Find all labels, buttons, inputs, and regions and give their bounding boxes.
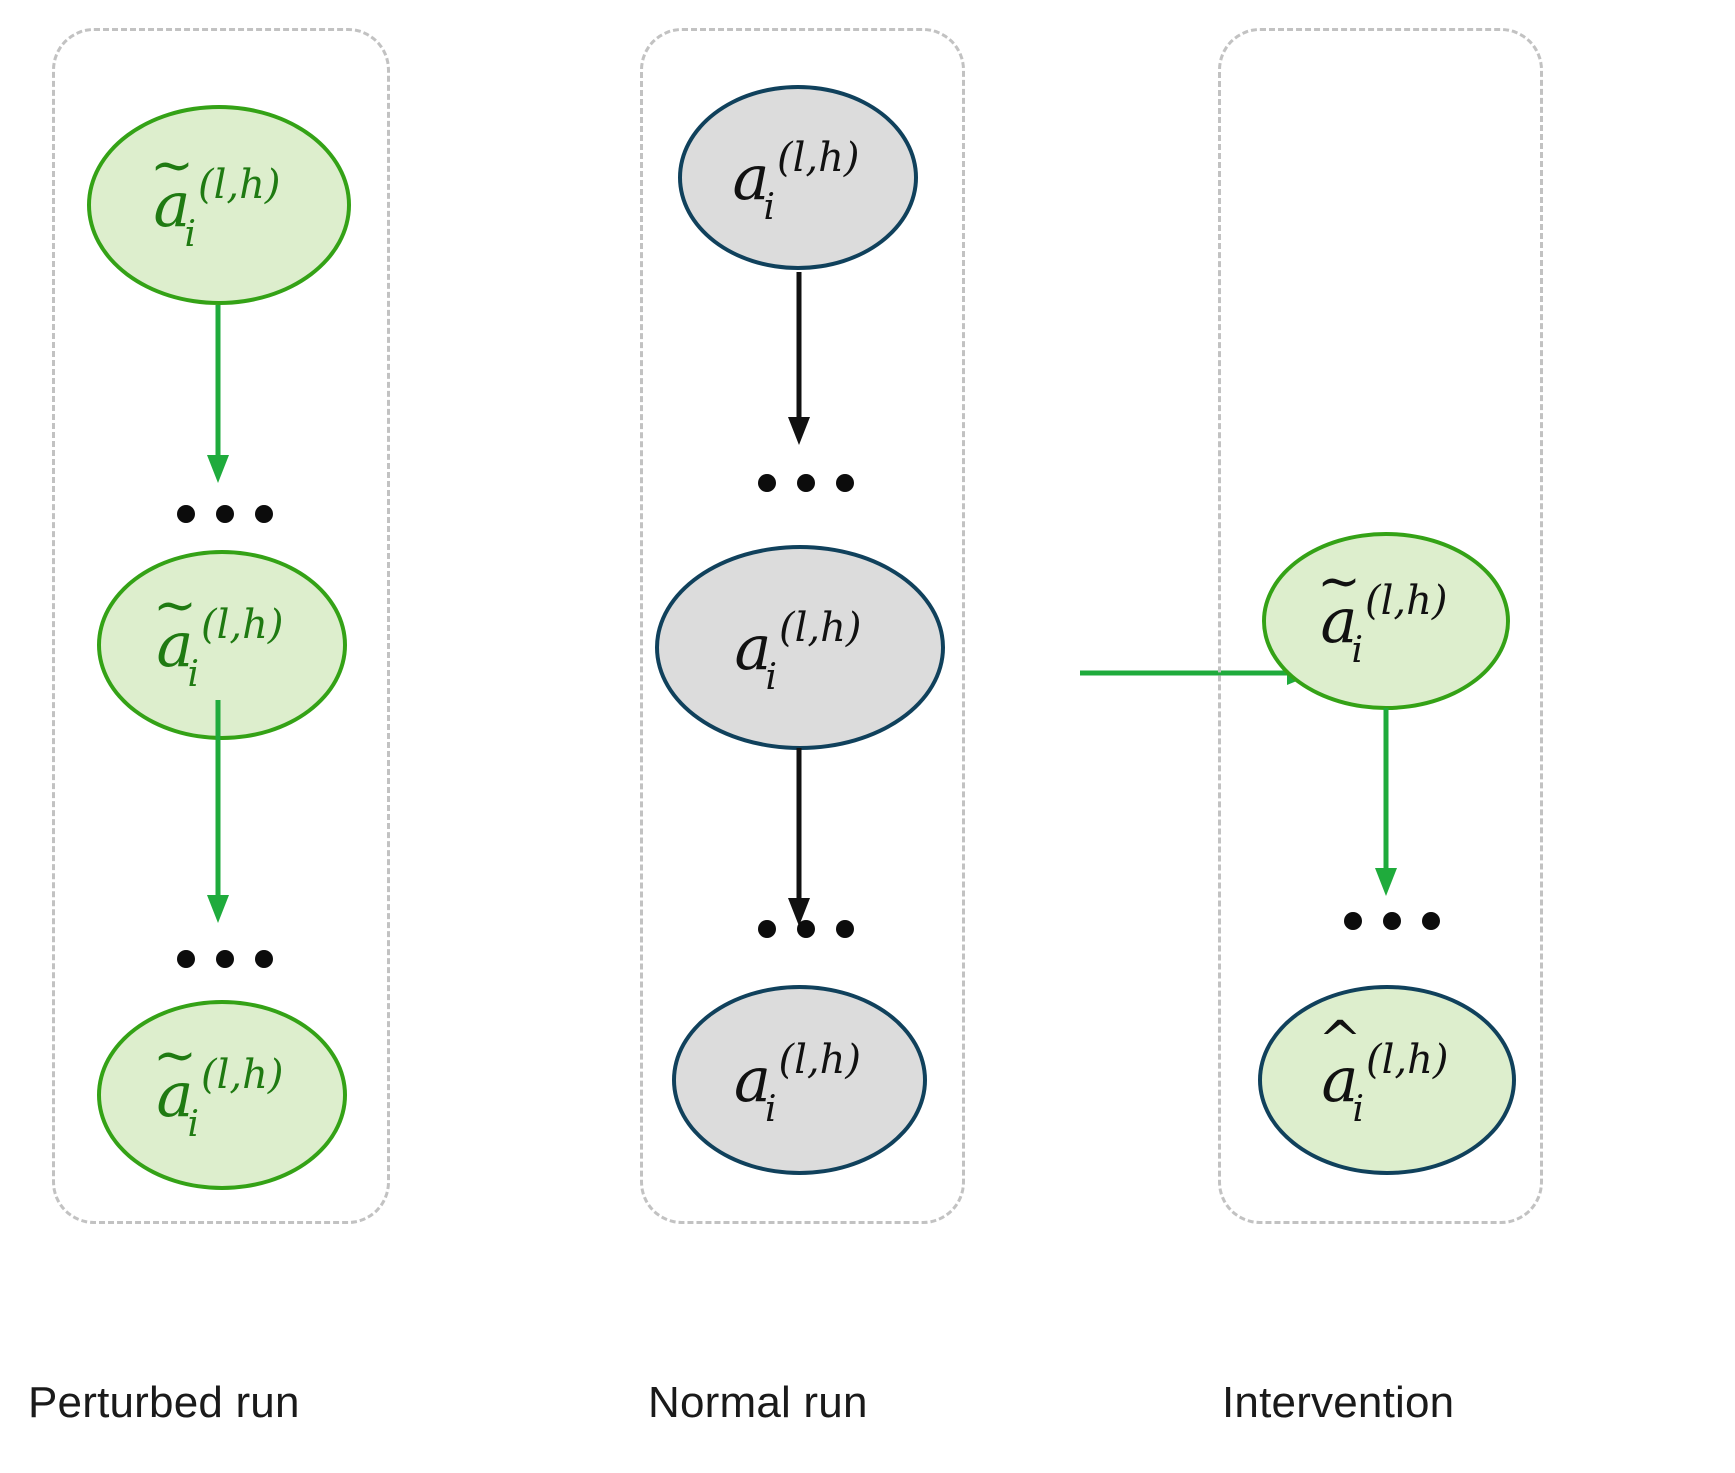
node-perturbed-3[interactable]: ~ai(l,h) <box>97 1000 347 1190</box>
math-accent-tilde: ~ <box>153 576 197 636</box>
math-accent-hat: ^ <box>1318 1011 1362 1071</box>
node-intervention-1[interactable]: ~ai(l,h) <box>1262 532 1510 710</box>
node-perturbed-2[interactable]: ~ai(l,h) <box>97 550 347 740</box>
math-superscript: (l,h) <box>201 1052 284 1098</box>
math-accent-tilde: ~ <box>1317 552 1361 612</box>
dot <box>255 950 273 968</box>
math-label-perturbed-3: ~ai(l,h) <box>153 1026 288 1143</box>
math-accent-tilde: ~ <box>150 136 194 196</box>
math-base: a <box>732 140 770 214</box>
node-normal-1[interactable]: ai(l,h) <box>678 85 918 270</box>
math-subscript: i <box>1352 1089 1364 1130</box>
dot <box>177 950 195 968</box>
dot <box>758 920 776 938</box>
dot <box>216 950 234 968</box>
dot <box>758 474 776 492</box>
caption-perturbed-run: Perturbed run <box>28 1378 300 1427</box>
ellipsis-normal-1 <box>758 474 854 492</box>
math-superscript: (l,h) <box>779 604 862 651</box>
math-superscript: (l,h) <box>778 1037 861 1083</box>
node-intervention-2[interactable]: ^ai(l,h) <box>1258 985 1516 1175</box>
math-label-intervention-2: ^ai(l,h) <box>1318 1011 1453 1128</box>
dot <box>216 505 234 523</box>
dot <box>1422 912 1440 930</box>
dot <box>255 505 273 523</box>
ellipsis-perturbed-1 <box>177 505 273 523</box>
math-base: ^a <box>1318 1011 1362 1116</box>
dot <box>1344 912 1362 930</box>
math-superscript: (l,h) <box>777 134 860 181</box>
group-box-perturbed-run <box>52 28 390 1224</box>
math-label-perturbed-1: ~ai(l,h) <box>150 136 285 253</box>
dot <box>797 920 815 938</box>
math-superscript: (l,h) <box>201 602 284 648</box>
math-subscript: i <box>184 214 196 255</box>
math-subscript: i <box>764 1089 777 1130</box>
dot <box>177 505 195 523</box>
math-label-intervention-1: ~ai(l,h) <box>1317 552 1452 669</box>
math-label-normal-1: ai(l,h) <box>732 138 864 226</box>
math-subscript: i <box>187 654 199 695</box>
group-box-intervention <box>1218 28 1543 1224</box>
math-subscript: i <box>187 1104 199 1145</box>
dot <box>1383 912 1401 930</box>
caption-normal-run: Normal run <box>648 1378 868 1427</box>
ellipsis-perturbed-2 <box>177 950 273 968</box>
group-box-normal-run <box>640 28 965 1224</box>
math-subscript: i <box>1351 630 1363 671</box>
arrow-perturbed-2 <box>202 700 234 925</box>
math-base: ~a <box>150 136 194 241</box>
dot <box>836 474 854 492</box>
math-superscript: (l,h) <box>1366 1037 1449 1083</box>
arrow-normal-1 <box>783 272 815 447</box>
math-subscript: i <box>763 186 775 228</box>
math-base: ~a <box>1317 552 1361 657</box>
node-normal-2[interactable]: ai(l,h) <box>655 545 945 750</box>
node-normal-3[interactable]: ai(l,h) <box>672 985 927 1175</box>
math-base: ~a <box>153 576 197 681</box>
dot <box>797 474 815 492</box>
arrow-perturbed-1 <box>202 305 234 485</box>
dot <box>836 920 854 938</box>
caption-intervention: Intervention <box>1222 1378 1455 1427</box>
node-perturbed-1[interactable]: ~ai(l,h) <box>87 105 351 305</box>
math-accent-tilde: ~ <box>153 1026 197 1086</box>
math-base: ~a <box>153 1026 197 1131</box>
math-superscript: (l,h) <box>1365 578 1448 624</box>
ellipsis-normal-2 <box>758 920 854 938</box>
math-label-normal-3: ai(l,h) <box>734 1040 865 1128</box>
math-superscript: (l,h) <box>198 162 281 208</box>
arrow-normal-2 <box>783 748 815 928</box>
math-base: a <box>734 610 772 684</box>
math-subscript: i <box>765 656 777 698</box>
ellipsis-intervention-1 <box>1344 912 1440 930</box>
math-label-perturbed-2: ~ai(l,h) <box>153 576 288 693</box>
arrow-intervention-1 <box>1370 708 1402 898</box>
math-label-normal-2: ai(l,h) <box>734 608 866 696</box>
math-base: a <box>734 1043 771 1116</box>
